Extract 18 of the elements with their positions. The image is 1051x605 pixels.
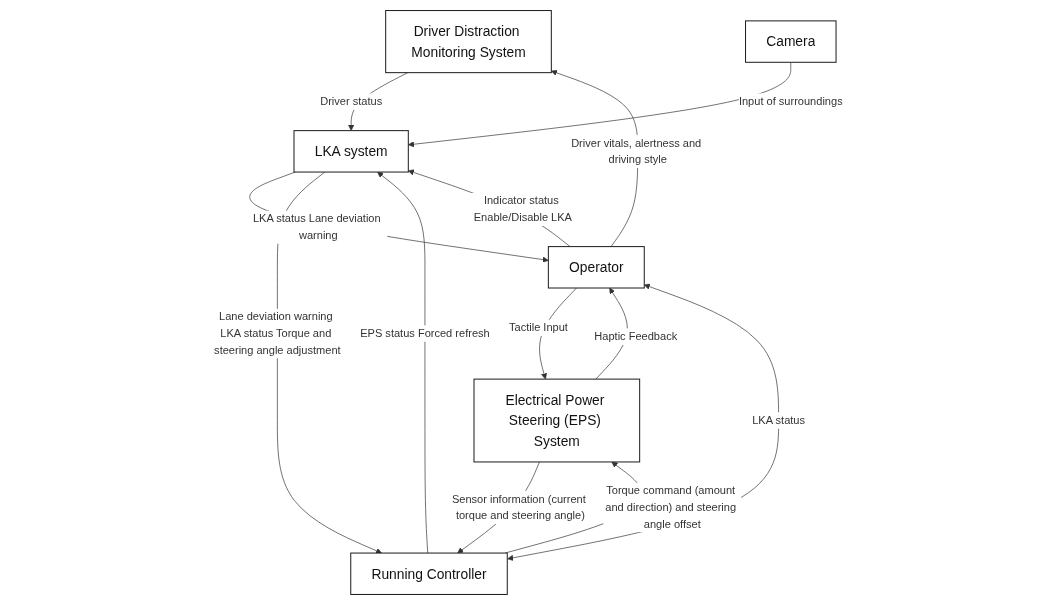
node-box: Camera bbox=[745, 20, 837, 63]
edge-label: Driver vitals, alertness and driving style bbox=[571, 136, 702, 166]
node-box: Driver Distraction Monitoring System bbox=[385, 10, 552, 74]
edge-label: Lane deviation warning LKA status Torque and steering angle adjustment bbox=[214, 310, 341, 356]
edge-label: EPS status Forced refresh bbox=[360, 327, 490, 340]
edge-label: LKA status Lane deviation warning bbox=[252, 212, 381, 241]
node-box: Electrical Power Steering (EPS) System bbox=[473, 378, 641, 463]
edge-label: Sensor information (current torque and steering angle) bbox=[451, 493, 586, 522]
node-box: LKA system bbox=[293, 130, 409, 173]
node-box: Operator bbox=[547, 246, 645, 289]
edge-label: Haptic Feedback bbox=[594, 330, 678, 343]
edge-label: Torque command (amount and direction) and steering angle offset bbox=[605, 484, 737, 530]
node-box: Running Controller bbox=[350, 552, 508, 595]
edge-label: Indicator status Enable/Disable LKA bbox=[473, 194, 572, 224]
edge-label: LKA status bbox=[752, 414, 806, 427]
edge-label: Tactile Input bbox=[508, 321, 568, 334]
edge-label: Driver status bbox=[320, 95, 383, 108]
edge-label: Input of surroundings bbox=[738, 95, 843, 108]
